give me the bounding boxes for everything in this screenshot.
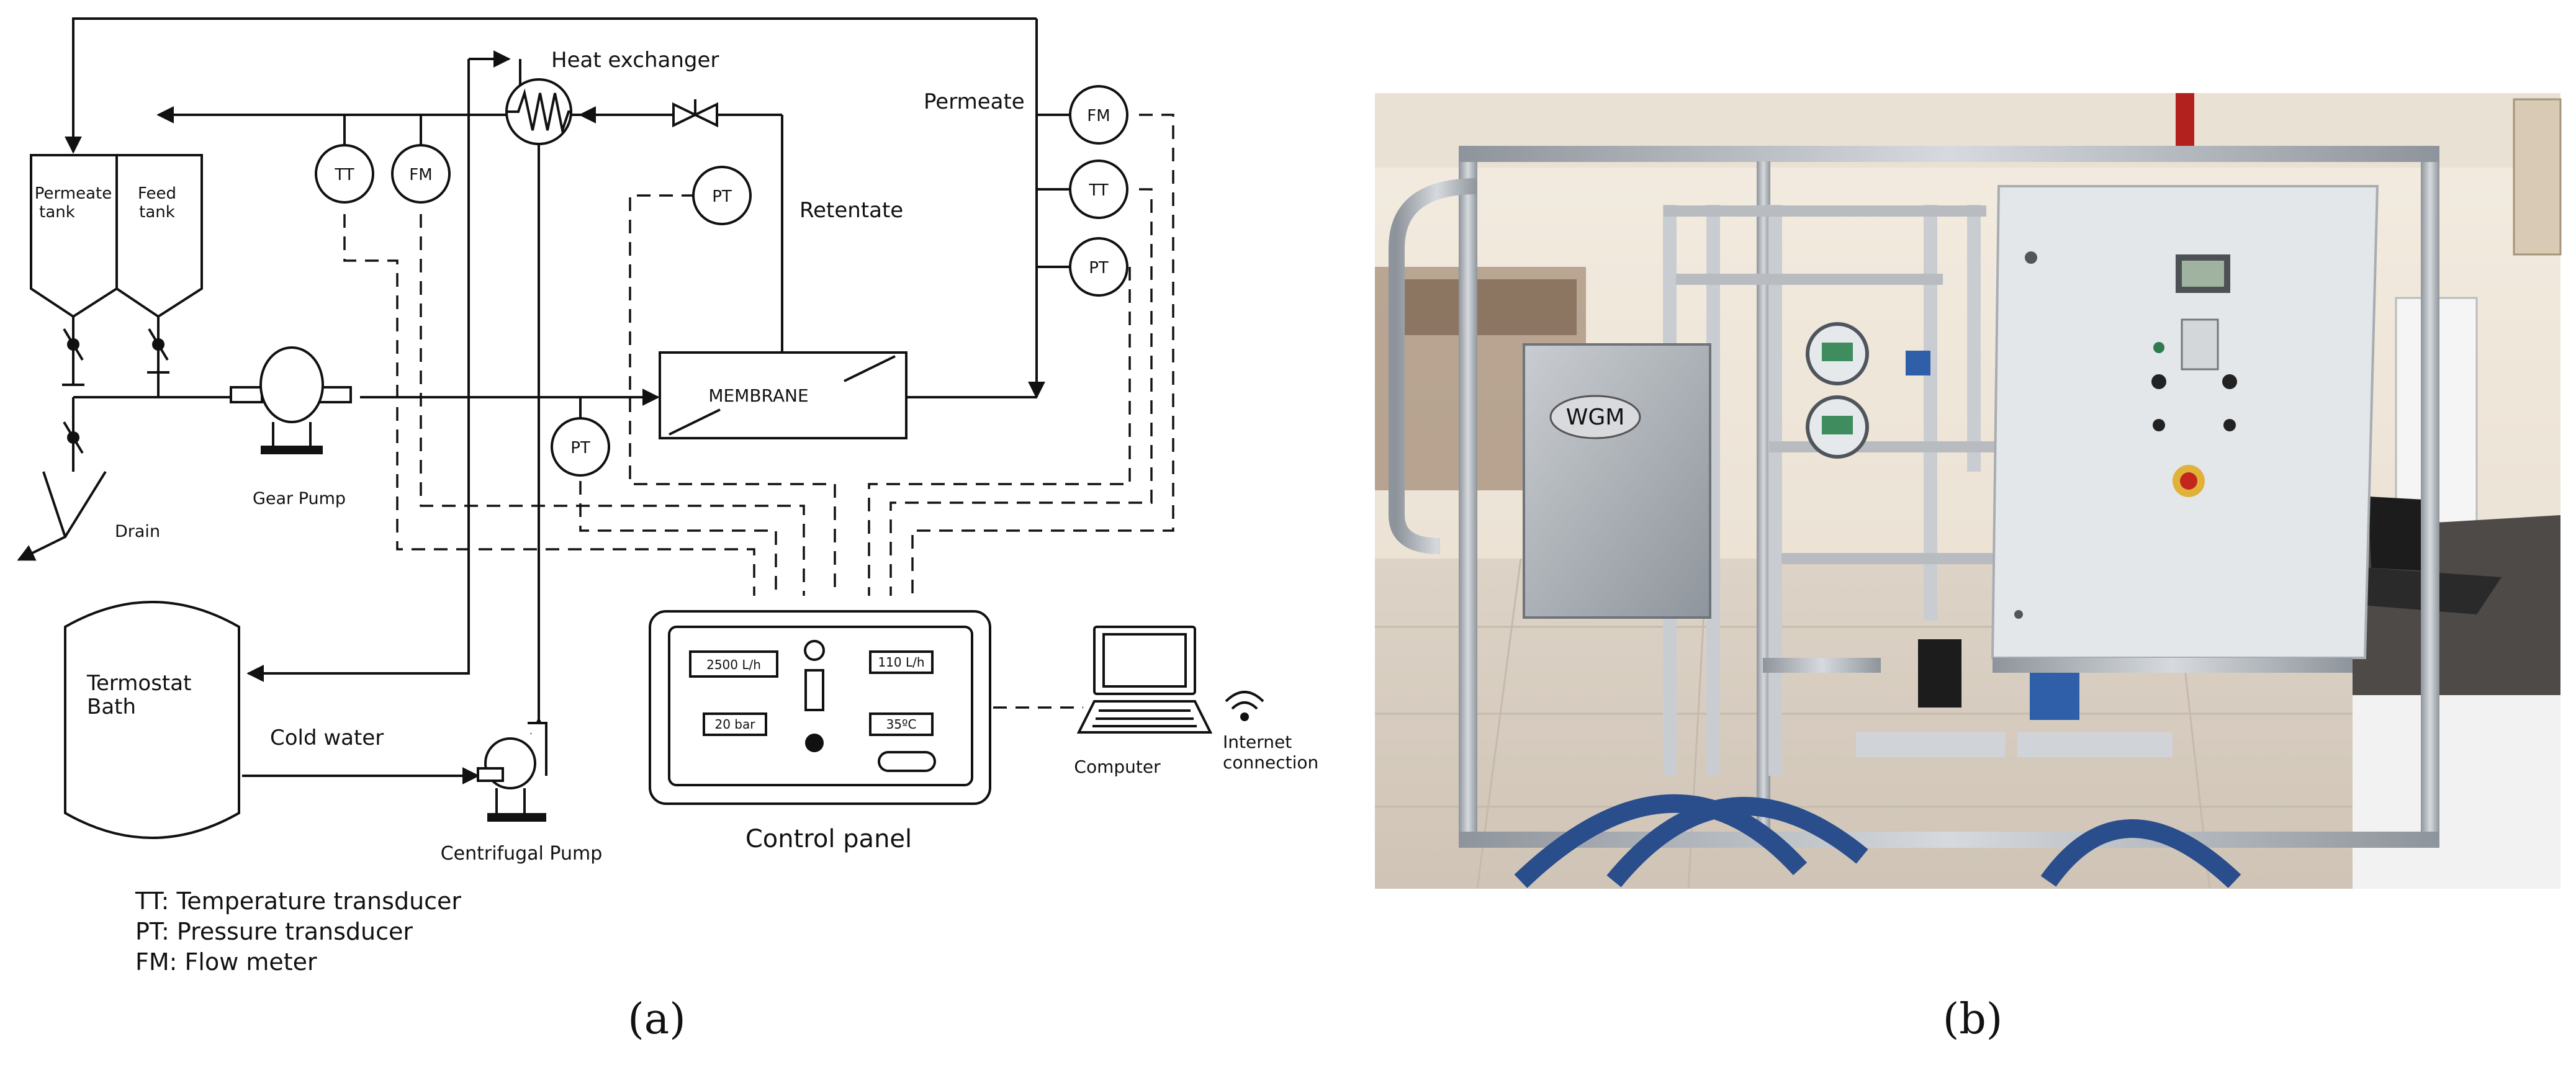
feed-tank: Feed tank xyxy=(115,154,203,318)
computer-icon: Computer xyxy=(1074,626,1213,777)
gear-pump-label: Gear Pump xyxy=(253,489,346,508)
membrane-label: MEMBRANE xyxy=(708,385,808,406)
instrument-tt-permeate-label: TT xyxy=(1088,181,1108,200)
panel-flow-total: 2500 L/h xyxy=(706,657,761,672)
membrane-housing: WGM xyxy=(1523,343,1711,619)
control-panel: 2500 L/h 20 bar 110 L/h 35ºC Control pan… xyxy=(649,610,991,853)
panel-flow-permeate: 110 L/h xyxy=(878,655,924,670)
flow-meters xyxy=(1806,322,1930,459)
permeate-label: Permeate xyxy=(924,89,1025,114)
gear-pump: Gear Pump xyxy=(230,346,352,508)
wifi-icon: Internet connection xyxy=(1223,691,1318,773)
internet-label-2: connection xyxy=(1223,752,1318,773)
instrument-tt-return-label: TT xyxy=(334,166,354,184)
membrane-module: MEMBRANE xyxy=(659,351,907,439)
drain-label: Drain xyxy=(115,522,160,541)
instrument-pt-feed-label: PT xyxy=(570,439,590,457)
cold-water-label: Cold water xyxy=(270,726,384,750)
panel-pressure: 20 bar xyxy=(715,717,756,732)
termostat-bath-label-1: Termostat xyxy=(86,671,191,696)
retentate-label: Retentate xyxy=(799,198,903,223)
feed-tank-label-1: Feed xyxy=(138,184,176,203)
instrument-fm-permeate-label: FM xyxy=(1087,107,1110,125)
permeate-tank-label-1: Permeate xyxy=(35,184,112,203)
legend-fm: FM: Flow meter xyxy=(135,948,317,976)
instrument-tt-permeate: TT xyxy=(1069,160,1128,219)
centrifugal-pump-label: Centrifugal Pump xyxy=(441,843,603,865)
caption-a: (a) xyxy=(628,995,686,1044)
signal-lines xyxy=(343,114,1174,709)
instrument-pt-retentate: PT xyxy=(692,166,752,225)
computer-label: Computer xyxy=(1074,757,1161,777)
termostat-bath-label-2: Bath xyxy=(87,694,136,719)
heat-exchanger-label: Heat exchanger xyxy=(551,48,719,73)
instrument-fm-return: FM xyxy=(391,144,451,204)
internet-label-1: Internet xyxy=(1223,732,1292,752)
heat-exchanger: Heat exchanger xyxy=(505,48,719,145)
panel-temperature: 35ºC xyxy=(886,717,917,732)
instrument-fm-permeate: FM xyxy=(1069,85,1128,145)
brand-plate: WGM xyxy=(1566,405,1625,430)
instrument-pt-retentate-label: PT xyxy=(712,187,732,206)
instrument-pt-feed: PT xyxy=(551,417,610,477)
instrument-pt-permeate: PT xyxy=(1069,237,1128,297)
control-panel-label: Control panel xyxy=(745,825,912,853)
process-diagram: Permeate tank Feed tank Drain G xyxy=(17,17,1318,1044)
legend-pt: PT: Pressure transducer xyxy=(135,918,413,945)
instrument-fm-return-label: FM xyxy=(409,166,432,184)
steel-frame xyxy=(1389,146,2439,848)
pumps xyxy=(1763,639,2353,757)
feed-tank-label-2: tank xyxy=(139,203,175,222)
permeate-tank-label-2: tank xyxy=(39,203,75,222)
termostat-bath: Termostat Bath xyxy=(64,601,240,839)
caption-b: (b) xyxy=(1943,995,2003,1044)
legend: TT: Temperature transducer PT: Pressure … xyxy=(135,888,461,976)
control-valve xyxy=(672,99,718,128)
equipment-photo: WGM xyxy=(1375,93,2562,1044)
instrument-tt-return: TT xyxy=(315,144,374,204)
tank-valves xyxy=(62,328,169,454)
legend-tt: TT: Temperature transducer xyxy=(135,888,461,915)
instrument-pt-permeate-label: PT xyxy=(1089,259,1109,277)
centrifugal-pump: Centrifugal Pump xyxy=(441,722,603,865)
permeate-tank: Permeate tank xyxy=(30,154,118,318)
control-cabinet xyxy=(1991,185,2379,659)
